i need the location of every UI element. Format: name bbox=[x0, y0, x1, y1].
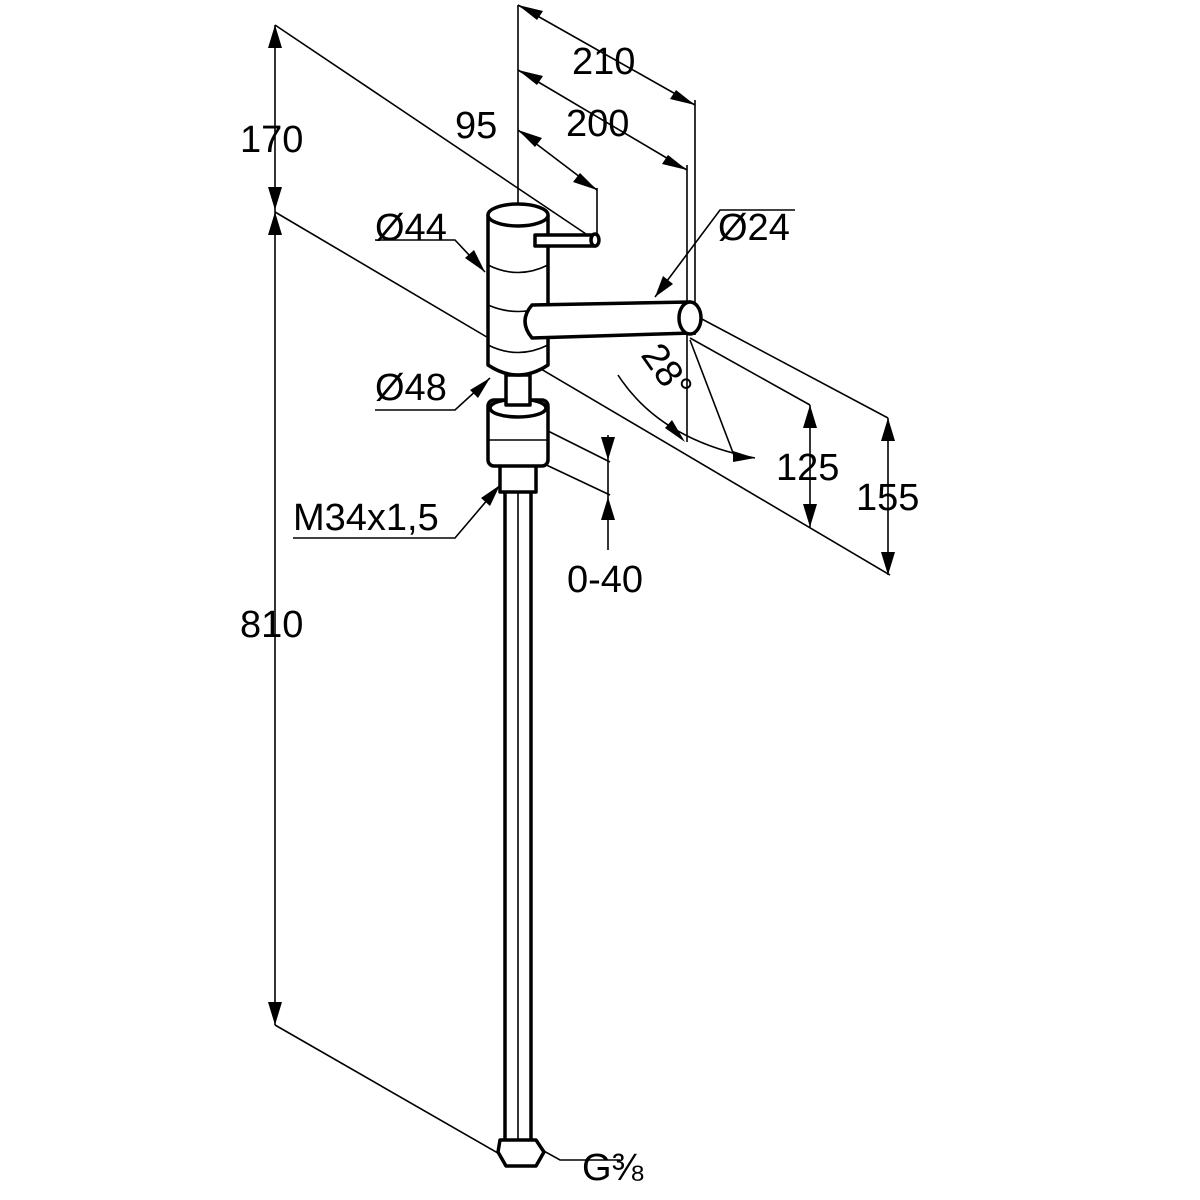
label-angle-28: 28° bbox=[633, 336, 700, 407]
label-0-40: 0-40 bbox=[567, 559, 643, 601]
label-125: 125 bbox=[776, 447, 839, 489]
label-diameter-48: Ø48 bbox=[375, 367, 447, 409]
spout-outlet bbox=[677, 300, 703, 336]
arrowheads bbox=[268, 5, 895, 1150]
lever bbox=[533, 233, 597, 248]
dimension-labels: 210 200 95 170 Ø44 Ø24 Ø48 28° 125 155 M… bbox=[240, 41, 919, 1189]
label-155: 155 bbox=[856, 477, 919, 519]
label-diameter-24: Ø24 bbox=[718, 207, 790, 249]
label-95: 95 bbox=[455, 105, 497, 147]
faucet bbox=[486, 202, 703, 1168]
label-810: 810 bbox=[240, 604, 303, 646]
label-diameter-44: Ø44 bbox=[375, 207, 447, 249]
label-thread: M34x1,5 bbox=[293, 497, 439, 539]
connection-nut bbox=[496, 1138, 546, 1168]
label-170: 170 bbox=[240, 119, 303, 161]
spout bbox=[523, 300, 694, 340]
body-top bbox=[486, 202, 550, 228]
label-200: 200 bbox=[566, 103, 629, 145]
label-connection: G⅜ bbox=[582, 1147, 644, 1189]
label-210: 210 bbox=[572, 41, 635, 83]
